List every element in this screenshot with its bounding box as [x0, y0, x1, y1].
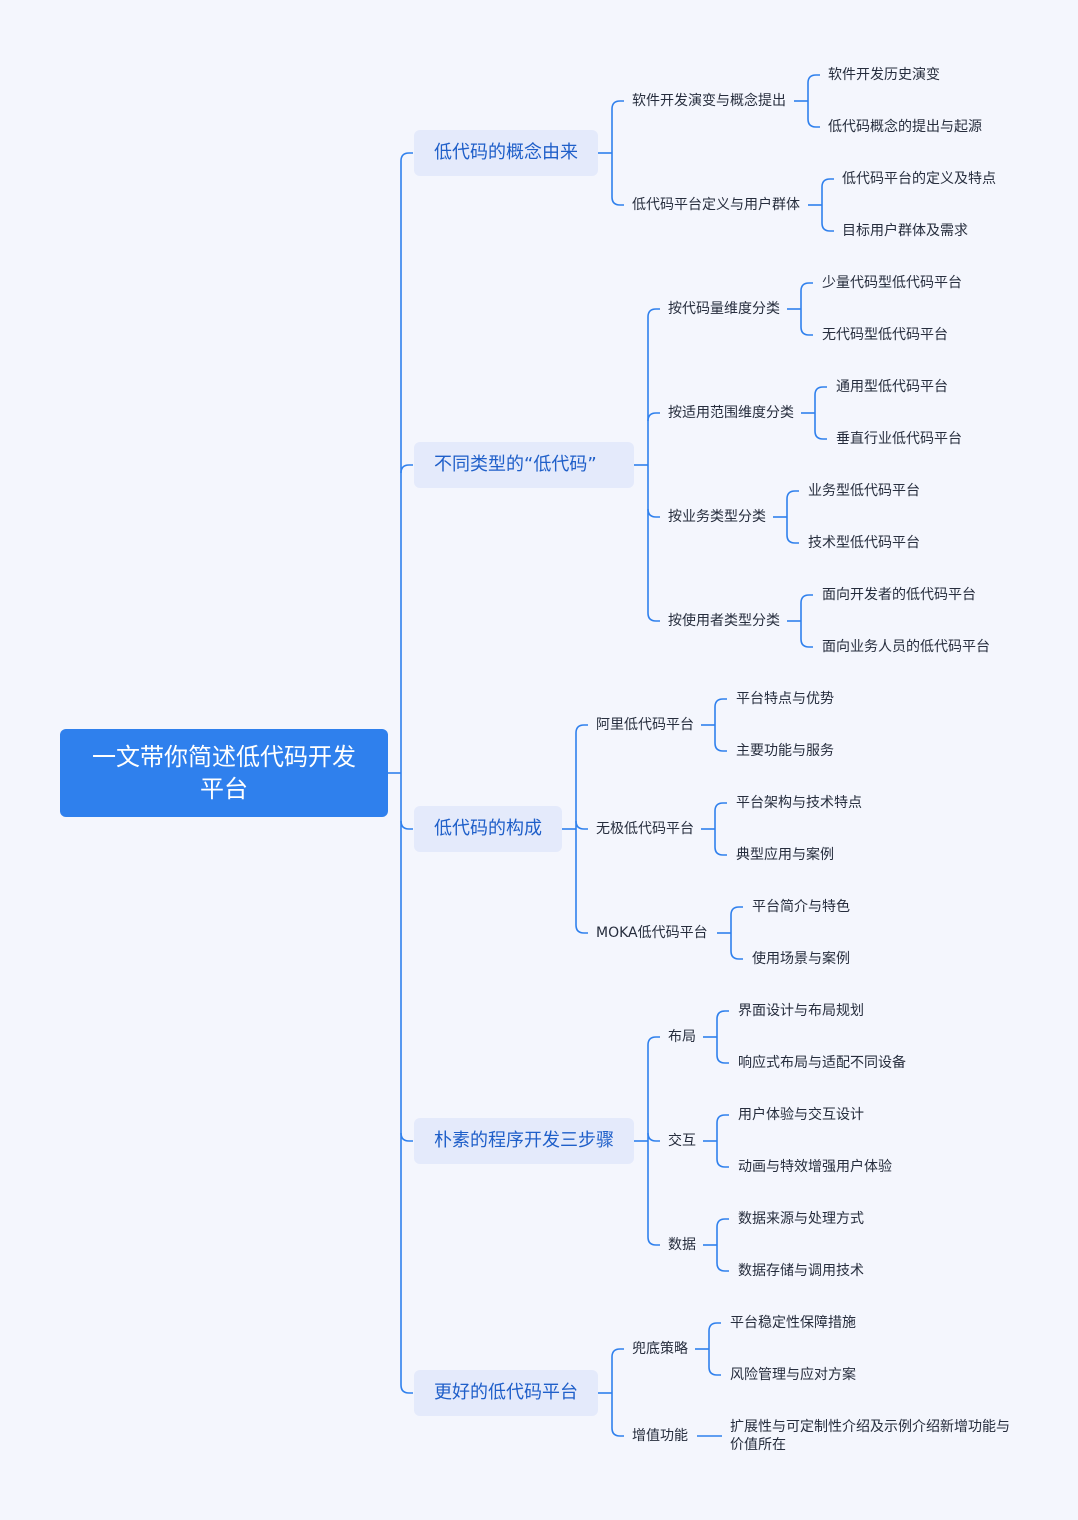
- leaf-item[interactable]: 数据来源与处理方式: [738, 1211, 864, 1227]
- branch4-sub0-connector-arm: [708, 1366, 721, 1376]
- branch3-sub2-connector-arm: [716, 1218, 729, 1228]
- leaf-item[interactable]: 无代码型低代码平台: [822, 327, 948, 343]
- leaf-item[interactable]: 面向开发者的低代码平台: [822, 587, 976, 603]
- subtopic-ali-platform[interactable]: 阿里低代码平台: [596, 717, 694, 733]
- branch-lowcode-types[interactable]: 不同类型的“低代码”: [414, 442, 634, 488]
- leaf-item[interactable]: 业务型低代码平台: [808, 483, 920, 499]
- branch2-sub0-connector-arm: [714, 742, 727, 752]
- leaf-item[interactable]: 低代码平台的定义及特点: [842, 171, 996, 187]
- branch4-connector-arm: [611, 1348, 624, 1358]
- branch3-sub0-connector-arm: [716, 1010, 729, 1020]
- branch1-sub1-connector-arm: [814, 386, 827, 396]
- branch1-sub0-connector-arm: [800, 282, 813, 292]
- root-connector-arm: [400, 1132, 413, 1142]
- branch1-connector-arm: [647, 508, 660, 518]
- root-connector-arm: [400, 820, 413, 830]
- leaf-item[interactable]: 平台简介与特色: [752, 899, 850, 915]
- leaf-item[interactable]: 典型应用与案例: [736, 847, 834, 863]
- leaf-item[interactable]: 动画与特效增强用户体验: [738, 1159, 892, 1175]
- branch3-sub2-connector-arm: [716, 1262, 729, 1272]
- root-connector-arm: [400, 464, 413, 474]
- branch0-sub1-connector-arm: [821, 178, 834, 188]
- subtopic-data[interactable]: 数据: [668, 1237, 696, 1253]
- branch3-connector-arm: [647, 1236, 660, 1246]
- subtopic-by-scope[interactable]: 按适用范围维度分类: [668, 405, 794, 421]
- leaf-item[interactable]: 使用场景与案例: [752, 951, 850, 967]
- branch1-connector-arm: [647, 612, 660, 622]
- leaf-item[interactable]: 风险管理与应对方案: [730, 1367, 856, 1383]
- branch2-sub1-connector-arm: [714, 846, 727, 856]
- subtopic-layout[interactable]: 布局: [668, 1029, 696, 1045]
- leaf-item[interactable]: 扩展性与可定制性介绍及示例介绍新增功能与价值所在: [730, 1419, 1010, 1453]
- leaf-item[interactable]: 平台稳定性保障措施: [730, 1315, 856, 1331]
- leaf-item[interactable]: 主要功能与服务: [736, 743, 834, 759]
- leaf-item[interactable]: 少量代码型低代码平台: [822, 275, 962, 291]
- branch2-connector-arm: [575, 820, 588, 830]
- branch0-sub1-connector-arm: [821, 222, 834, 232]
- branch2-sub2-connector-arm: [730, 950, 743, 960]
- subtopic-interaction[interactable]: 交互: [668, 1133, 696, 1149]
- branch3-connector-arm: [647, 1132, 660, 1142]
- leaf-item[interactable]: 平台架构与技术特点: [736, 795, 862, 811]
- branch0-connector-arm: [611, 100, 624, 110]
- branch1-connector-arm: [647, 412, 660, 422]
- leaf-item[interactable]: 软件开发历史演变: [828, 67, 940, 83]
- subtopic-by-business-type[interactable]: 按业务类型分类: [668, 509, 766, 525]
- leaf-item[interactable]: 响应式布局与适配不同设备: [738, 1055, 906, 1071]
- subtopic-moka-platform[interactable]: MOKA低代码平台: [596, 925, 708, 941]
- branch1-sub2-connector-arm: [786, 534, 799, 544]
- branch4-sub0-connector-arm: [708, 1322, 721, 1332]
- branch3-sub0-connector-arm: [716, 1054, 729, 1064]
- leaf-item[interactable]: 平台特点与优势: [736, 691, 834, 707]
- branch-three-steps[interactable]: 朴素的程序开发三步骤: [414, 1118, 634, 1164]
- branch2-sub2-connector-arm: [730, 906, 743, 916]
- leaf-item[interactable]: 面向业务人员的低代码平台: [822, 639, 990, 655]
- branch2-connector-arm: [575, 924, 588, 934]
- root-connector-arm: [400, 1384, 413, 1394]
- branch1-sub3-connector-arm: [800, 594, 813, 604]
- leaf-item[interactable]: 垂直行业低代码平台: [836, 431, 962, 447]
- subtopic-wuji-platform[interactable]: 无极低代码平台: [596, 821, 694, 837]
- leaf-item[interactable]: 数据存储与调用技术: [738, 1263, 864, 1279]
- branch2-sub0-connector-arm: [714, 698, 727, 708]
- subtopic-platform-definition[interactable]: 低代码平台定义与用户群体: [632, 197, 800, 213]
- branch3-connector-arm: [647, 1036, 660, 1046]
- branch1-sub3-connector-arm: [800, 638, 813, 648]
- branch3-sub1-connector-arm: [716, 1158, 729, 1168]
- branch0-sub0-connector-arm: [807, 74, 820, 84]
- branch1-sub1-connector-arm: [814, 430, 827, 440]
- branch2-sub1-connector-arm: [714, 802, 727, 812]
- branch1-connector-arm: [647, 308, 660, 318]
- branch2-connector-arm: [575, 724, 588, 734]
- branch1-sub0-connector-arm: [800, 326, 813, 336]
- branch1-sub2-connector-arm: [786, 490, 799, 500]
- subtopic-by-user-type[interactable]: 按使用者类型分类: [668, 613, 780, 629]
- subtopic-software-evolution[interactable]: 软件开发演变与概念提出: [632, 93, 786, 109]
- leaf-item[interactable]: 用户体验与交互设计: [738, 1107, 864, 1123]
- branch-lowcode-composition[interactable]: 低代码的构成: [414, 806, 562, 852]
- branch0-connector-arm: [611, 196, 624, 206]
- leaf-item[interactable]: 通用型低代码平台: [836, 379, 948, 395]
- branch0-sub0-connector-arm: [807, 118, 820, 128]
- subtopic-fallback-strategy[interactable]: 兜底策略: [632, 1341, 688, 1357]
- branch-concept-origin[interactable]: 低代码的概念由来: [414, 130, 598, 176]
- root-connector-arm: [400, 152, 413, 162]
- leaf-item[interactable]: 低代码概念的提出与起源: [828, 119, 982, 135]
- subtopic-by-code-amount[interactable]: 按代码量维度分类: [668, 301, 780, 317]
- branch4-connector-arm: [611, 1427, 624, 1437]
- leaf-item[interactable]: 技术型低代码平台: [808, 535, 920, 551]
- branch-better-platform[interactable]: 更好的低代码平台: [414, 1370, 598, 1416]
- subtopic-value-added[interactable]: 增值功能: [632, 1428, 688, 1444]
- root-topic[interactable]: 一文带你简述低代码开发平台: [60, 729, 388, 817]
- leaf-item[interactable]: 目标用户群体及需求: [842, 223, 968, 239]
- leaf-item[interactable]: 界面设计与布局规划: [738, 1003, 864, 1019]
- branch3-sub1-connector-arm: [716, 1114, 729, 1124]
- root-topic-label: 一文带你简述低代码开发平台: [92, 743, 356, 803]
